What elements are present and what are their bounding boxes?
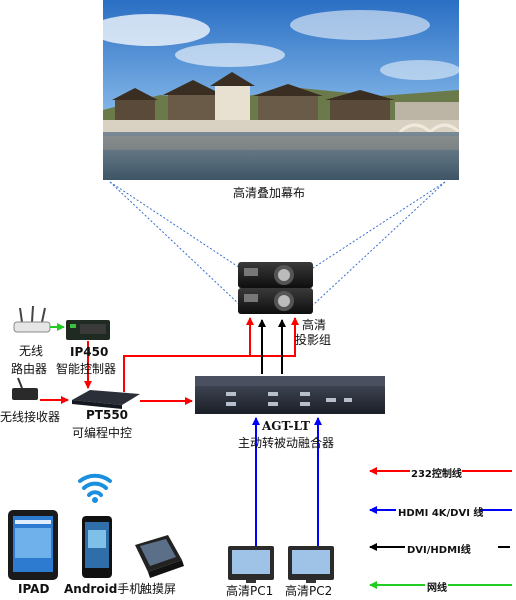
screen-caption: 高清叠加幕布 [233,186,306,200]
projector-label-line1: 高清 [302,318,327,332]
wifi-icon [78,473,112,497]
pc2-label: 高清PC2 [285,584,333,598]
android-phone-icon [82,516,112,578]
router-label-line2: 路由器 [11,362,48,376]
receiver-icon [12,377,38,400]
legend-hdmi: HDMI 4K/DVI 线 [398,508,484,519]
ipad-icon [8,510,58,580]
legend-network: 网线 [427,583,447,594]
agt-lt-icon [195,376,385,414]
ip450-icon [66,320,110,340]
router-icon [13,305,51,333]
touch-screen-icon [135,535,184,578]
agt-model: AGT-LT [262,419,310,433]
legend-dvi: DVI/HDMI线 [407,545,471,556]
router-label-line1: 无线 [19,344,44,358]
ipad-label: IPAD [18,582,50,596]
pc2-icon [288,546,334,583]
receiver-label: 无线接收器 [0,410,61,424]
ip450-desc: 智能控制器 [56,362,117,376]
pt550-desc: 可编程中控 [72,426,133,440]
touch-label: 触摸屏 [140,582,177,596]
pc1-label: 高清PC1 [226,584,274,598]
agt-desc: 主动转被动融合器 [238,436,335,450]
android-label: Android手机 [64,582,142,596]
pc1-icon [228,546,274,583]
ip450-model: IP450 [70,345,109,359]
projector-label-line2: 投影组 [295,333,332,347]
legend-232: 232控制线 [411,469,462,480]
pt550-icon [72,390,140,409]
projector-group-icon [238,262,313,314]
pt550-model: PT550 [86,408,129,422]
